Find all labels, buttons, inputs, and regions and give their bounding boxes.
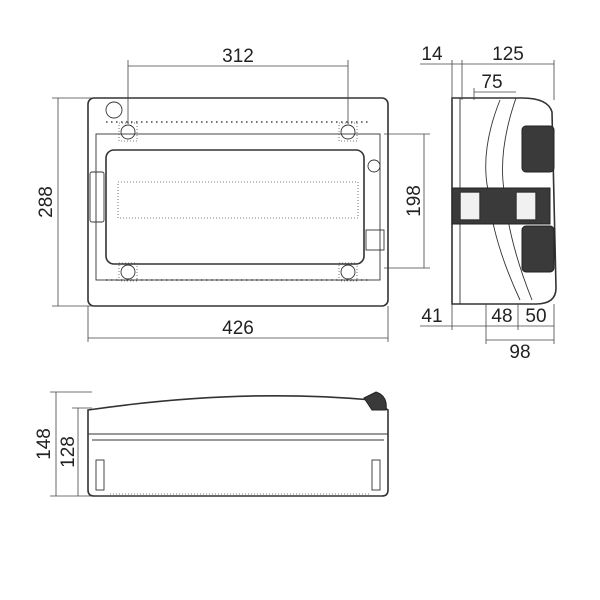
dim-side-offset: 14	[421, 44, 443, 65]
door-latch	[89, 171, 105, 223]
mounting-hole-top-left	[118, 122, 138, 142]
front-view: 312 288 198 426	[36, 46, 430, 342]
side-hinge	[521, 225, 555, 273]
side-latch	[521, 125, 555, 173]
front-frame-inner	[95, 133, 381, 281]
dim-mount-spacing: 312	[222, 46, 254, 67]
dim-window-height: 198	[404, 185, 425, 217]
front-enclosure-outline	[87, 97, 389, 307]
mounting-hole-bottom-right	[338, 262, 358, 282]
dim-bottom-height: 148	[34, 428, 55, 460]
corner-hole	[105, 101, 123, 119]
bottom-latch	[363, 391, 387, 411]
dim-front-height: 288	[36, 186, 57, 218]
dim-side-bottom-right: 50	[525, 306, 546, 327]
dim-side-bottom-left: 41	[421, 306, 442, 327]
dim-side-depth: 125	[492, 44, 524, 65]
bottom-view: 148 128	[34, 391, 389, 497]
mounting-hole-top-right	[338, 122, 358, 142]
dim-bottom-body: 128	[58, 436, 79, 468]
dim-side-bottom-mid: 48	[491, 306, 512, 327]
dim-side-total: 98	[509, 342, 530, 363]
side-view: 14 125 75 41 48 50 98	[420, 44, 557, 363]
dim-front-width: 426	[222, 318, 254, 339]
side-enclosure-outline	[451, 97, 557, 305]
front-window	[105, 149, 365, 265]
door-hinge-screw	[367, 159, 381, 173]
dim-inner-depth: 75	[481, 72, 502, 93]
module-rail-area	[117, 181, 359, 219]
bottom-enclosure-outline	[87, 394, 389, 497]
hinge-block	[365, 229, 385, 251]
mounting-hole-bottom-left	[118, 262, 138, 282]
